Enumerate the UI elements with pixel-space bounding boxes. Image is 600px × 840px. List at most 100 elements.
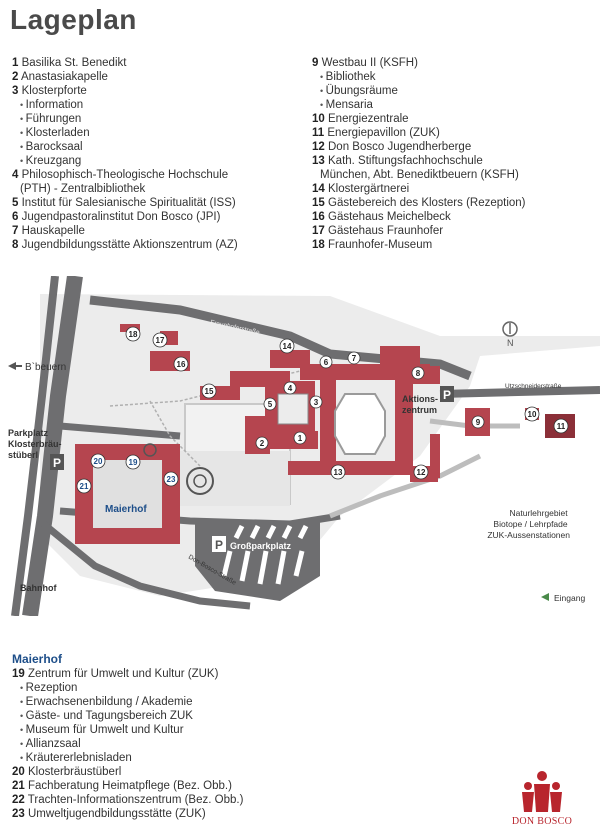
legend-number: 23 — [12, 808, 25, 820]
label-parkplatz: Parkplatz Klosterbräu- stüberl — [8, 428, 64, 460]
legend-text: Klostergärtnerei — [328, 183, 410, 195]
map-marker-circle — [319, 355, 333, 369]
map-marker-circle — [90, 453, 106, 469]
map-marker-label: 14 — [283, 342, 292, 351]
map-marker-label: 2 — [260, 439, 265, 448]
legend-number: 8 — [12, 239, 19, 251]
map-marker-circle — [413, 464, 429, 480]
parking-icon-grossparkplatz — [212, 536, 226, 552]
legend-subitem: Klosterladen — [12, 126, 238, 140]
legend-number: 4 — [12, 169, 19, 181]
map-marker-circle — [330, 464, 346, 480]
road-southeast — [329, 453, 482, 519]
map-marker-label: 21 — [80, 482, 89, 491]
legend-text: Gästebereich des Klosters (Rezeption) — [328, 197, 526, 209]
map-marker-circle — [553, 418, 569, 434]
map-marker-circle — [524, 406, 540, 422]
legend-text: Westbau II (KSFH) — [321, 57, 418, 69]
legend-number: 13 — [312, 155, 325, 167]
legend-entry: 8 Jugendbildungsstätte Aktionszentrum (A… — [12, 238, 238, 252]
parking-letter-klosterbraeu: P — [53, 456, 61, 470]
arrow-left-icon — [8, 362, 16, 370]
legend-entry: 11 Energiepavillon (ZUK) — [312, 126, 526, 140]
map-marker-label: 23 — [167, 475, 176, 484]
map-marker-circle — [263, 397, 277, 411]
legend-subitem: Gäste- und Tagungsbereich ZUK — [12, 709, 243, 723]
map-marker-circle — [279, 338, 295, 354]
map-marker-circle — [201, 383, 217, 399]
legend-continuation: (PTH) - Zentralbibliothek — [20, 183, 146, 195]
legend-continuation: München, Abt. Benediktbeuern (KSFH) — [320, 169, 519, 181]
legend-entry: 12 Don Bosco Jugendherberge — [312, 140, 526, 154]
legend-entry: 23 Umweltjugendbildungsstätte (ZUK) — [12, 807, 243, 821]
don-bosco-logo-icon — [522, 771, 562, 812]
pond — [143, 443, 157, 457]
legend-subitem: Übungsräume — [312, 84, 526, 98]
legend-subitem: Erwachsenenbildung / Akademie — [12, 695, 243, 709]
north-arrow-icon — [502, 321, 518, 337]
parking-letter-grossparkplatz: P — [215, 538, 223, 552]
site-map: P P P N B`beuern Fraunhoferstraße Utzsch… — [8, 276, 600, 616]
map-marker-label: 18 — [129, 330, 138, 339]
map-marker-label: 3 — [314, 398, 319, 407]
legend-text: Umweltjugendbildungsstätte (ZUK) — [28, 808, 206, 820]
grossparkplatz-area — [195, 521, 320, 601]
legend-entry: 1 Basilika St. Benedikt — [12, 56, 238, 70]
legend-subitem: Mensaria — [312, 98, 526, 112]
map-marker-label: 16 — [177, 360, 186, 369]
legend-text: Jugendpastoralinstitut Don Bosco (JPI) — [21, 211, 221, 223]
legend-number: 10 — [312, 113, 325, 125]
legend-text: Zentrum für Umwelt und Kultur (ZUK) — [28, 668, 219, 680]
road-fraunhoferstrasse — [89, 295, 472, 381]
map-marker-label: 11 — [557, 422, 566, 431]
legend-entry: 17 Gästehaus Fraunhofer — [312, 224, 526, 238]
legend-text: Gästehaus Fraunhofer — [328, 225, 444, 237]
map-marker-label: 13 — [334, 468, 343, 477]
road-utzschneiderstrasse — [439, 386, 600, 398]
maierhof-court — [93, 460, 162, 528]
legend-subitem: Führungen — [12, 112, 238, 126]
map-marker-label: 1 — [298, 434, 303, 443]
north-label: N — [507, 338, 514, 348]
parking-letter-aktionszentrum: P — [443, 388, 451, 402]
map-marker-label: 15 — [205, 387, 214, 396]
map-marker-label: 12 — [417, 468, 426, 477]
legend-text: Jugendbildungsstätte Aktionszentrum (AZ) — [21, 239, 238, 251]
legend-entry: 15 Gästebereich des Klosters (Rezeption) — [312, 196, 526, 210]
legend-text: Klosterbräustüberl — [28, 766, 122, 778]
legend-number: 3 — [12, 85, 19, 97]
labyrinth — [186, 467, 214, 495]
street-label-utzschneiderstrasse: Utzschneiderstraße — [505, 383, 562, 390]
legend-subitem: Museum für Umwelt und Kultur — [12, 723, 243, 737]
map-marker-label: 5 — [268, 400, 273, 409]
legend-entry: 7 Hauskapelle — [12, 224, 238, 238]
legend-number: 17 — [312, 225, 325, 237]
legend-entry: 18 Fraunhofer-Museum — [312, 238, 526, 252]
map-marker-label: 4 — [288, 384, 293, 393]
legend-entry: 6 Jugendpastoralinstitut Don Bosco (JPI) — [12, 210, 238, 224]
map-marker-label: 7 — [352, 354, 357, 363]
legend-text: Fraunhofer-Museum — [328, 239, 433, 251]
label-bahnhof: Bahnhof — [20, 583, 57, 593]
legend-entry: 4 Philosophisch-Theologische Hochschule — [12, 168, 238, 182]
entrance-icon — [541, 593, 549, 601]
map-marker-label: 19 — [129, 458, 138, 467]
parking-icon-aktionszentrum — [440, 386, 454, 402]
legend-number: 22 — [12, 794, 25, 806]
map-marker-circle — [283, 381, 297, 395]
legend-number: 20 — [12, 766, 25, 778]
map-marker-circle — [255, 436, 269, 450]
map-marker-label: 17 — [156, 336, 165, 345]
map-marker-circle — [125, 454, 141, 470]
road-west-2 — [11, 276, 59, 616]
legend-number: 12 — [312, 141, 325, 153]
maierhof-buildings — [75, 444, 180, 544]
legend-number: 16 — [312, 211, 325, 223]
label-aktionszentrum: Aktions- zentrum — [402, 394, 441, 415]
legend-maierhof-title: Maierhof — [12, 652, 63, 666]
legend-number: 11 — [312, 127, 325, 139]
map-marker-label: 6 — [324, 358, 329, 367]
legend-subitem: Information — [12, 98, 238, 112]
legend-number: 19 — [12, 668, 25, 680]
